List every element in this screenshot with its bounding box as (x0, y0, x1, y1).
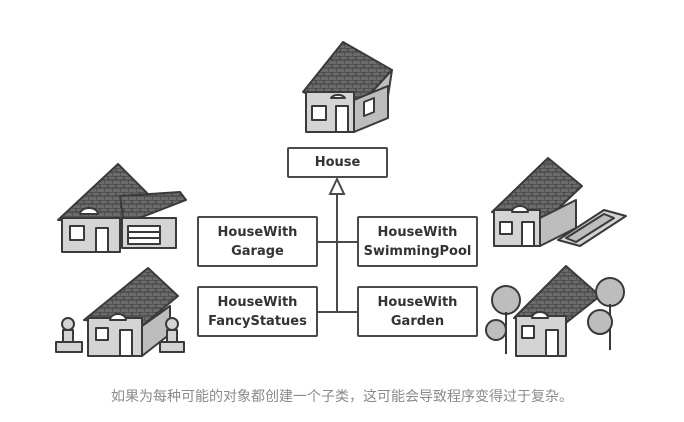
class-box-house-with-garage: HouseWith Garage (197, 216, 318, 267)
class-box-house-with-garden: HouseWith Garden (357, 286, 478, 337)
house-pool-illustration (491, 157, 627, 247)
house-top-illustration (302, 41, 393, 133)
class-name-line2: FancyStatues (208, 313, 307, 329)
class-name-house: House (314, 155, 361, 170)
inheritance-arrowhead (328, 176, 346, 195)
class-name-line1: HouseWith (377, 224, 458, 240)
class-name-line1: HouseWith (217, 224, 298, 240)
house-garage-illustration (57, 163, 187, 253)
class-name-line2: Garage (231, 243, 284, 259)
class-name-line1: HouseWith (377, 294, 458, 310)
class-box-house: House (287, 147, 388, 178)
class-box-house-with-swimming-pool: HouseWith SwimmingPool (357, 216, 478, 267)
inheritance-connectors (318, 194, 357, 313)
class-name-line2: Garden (390, 313, 445, 329)
house-garden-illustration (485, 265, 625, 357)
class-name-line2: SwimmingPool (363, 243, 472, 259)
house-statues-illustration (55, 267, 185, 357)
figure-caption: 如果为每种可能的对象都创建一个子类，这可能会导致程序变得过于复杂。 (111, 389, 573, 405)
class-name-line1: HouseWith (217, 294, 298, 310)
class-box-house-with-fancy-statues: HouseWith FancyStatues (197, 286, 318, 337)
